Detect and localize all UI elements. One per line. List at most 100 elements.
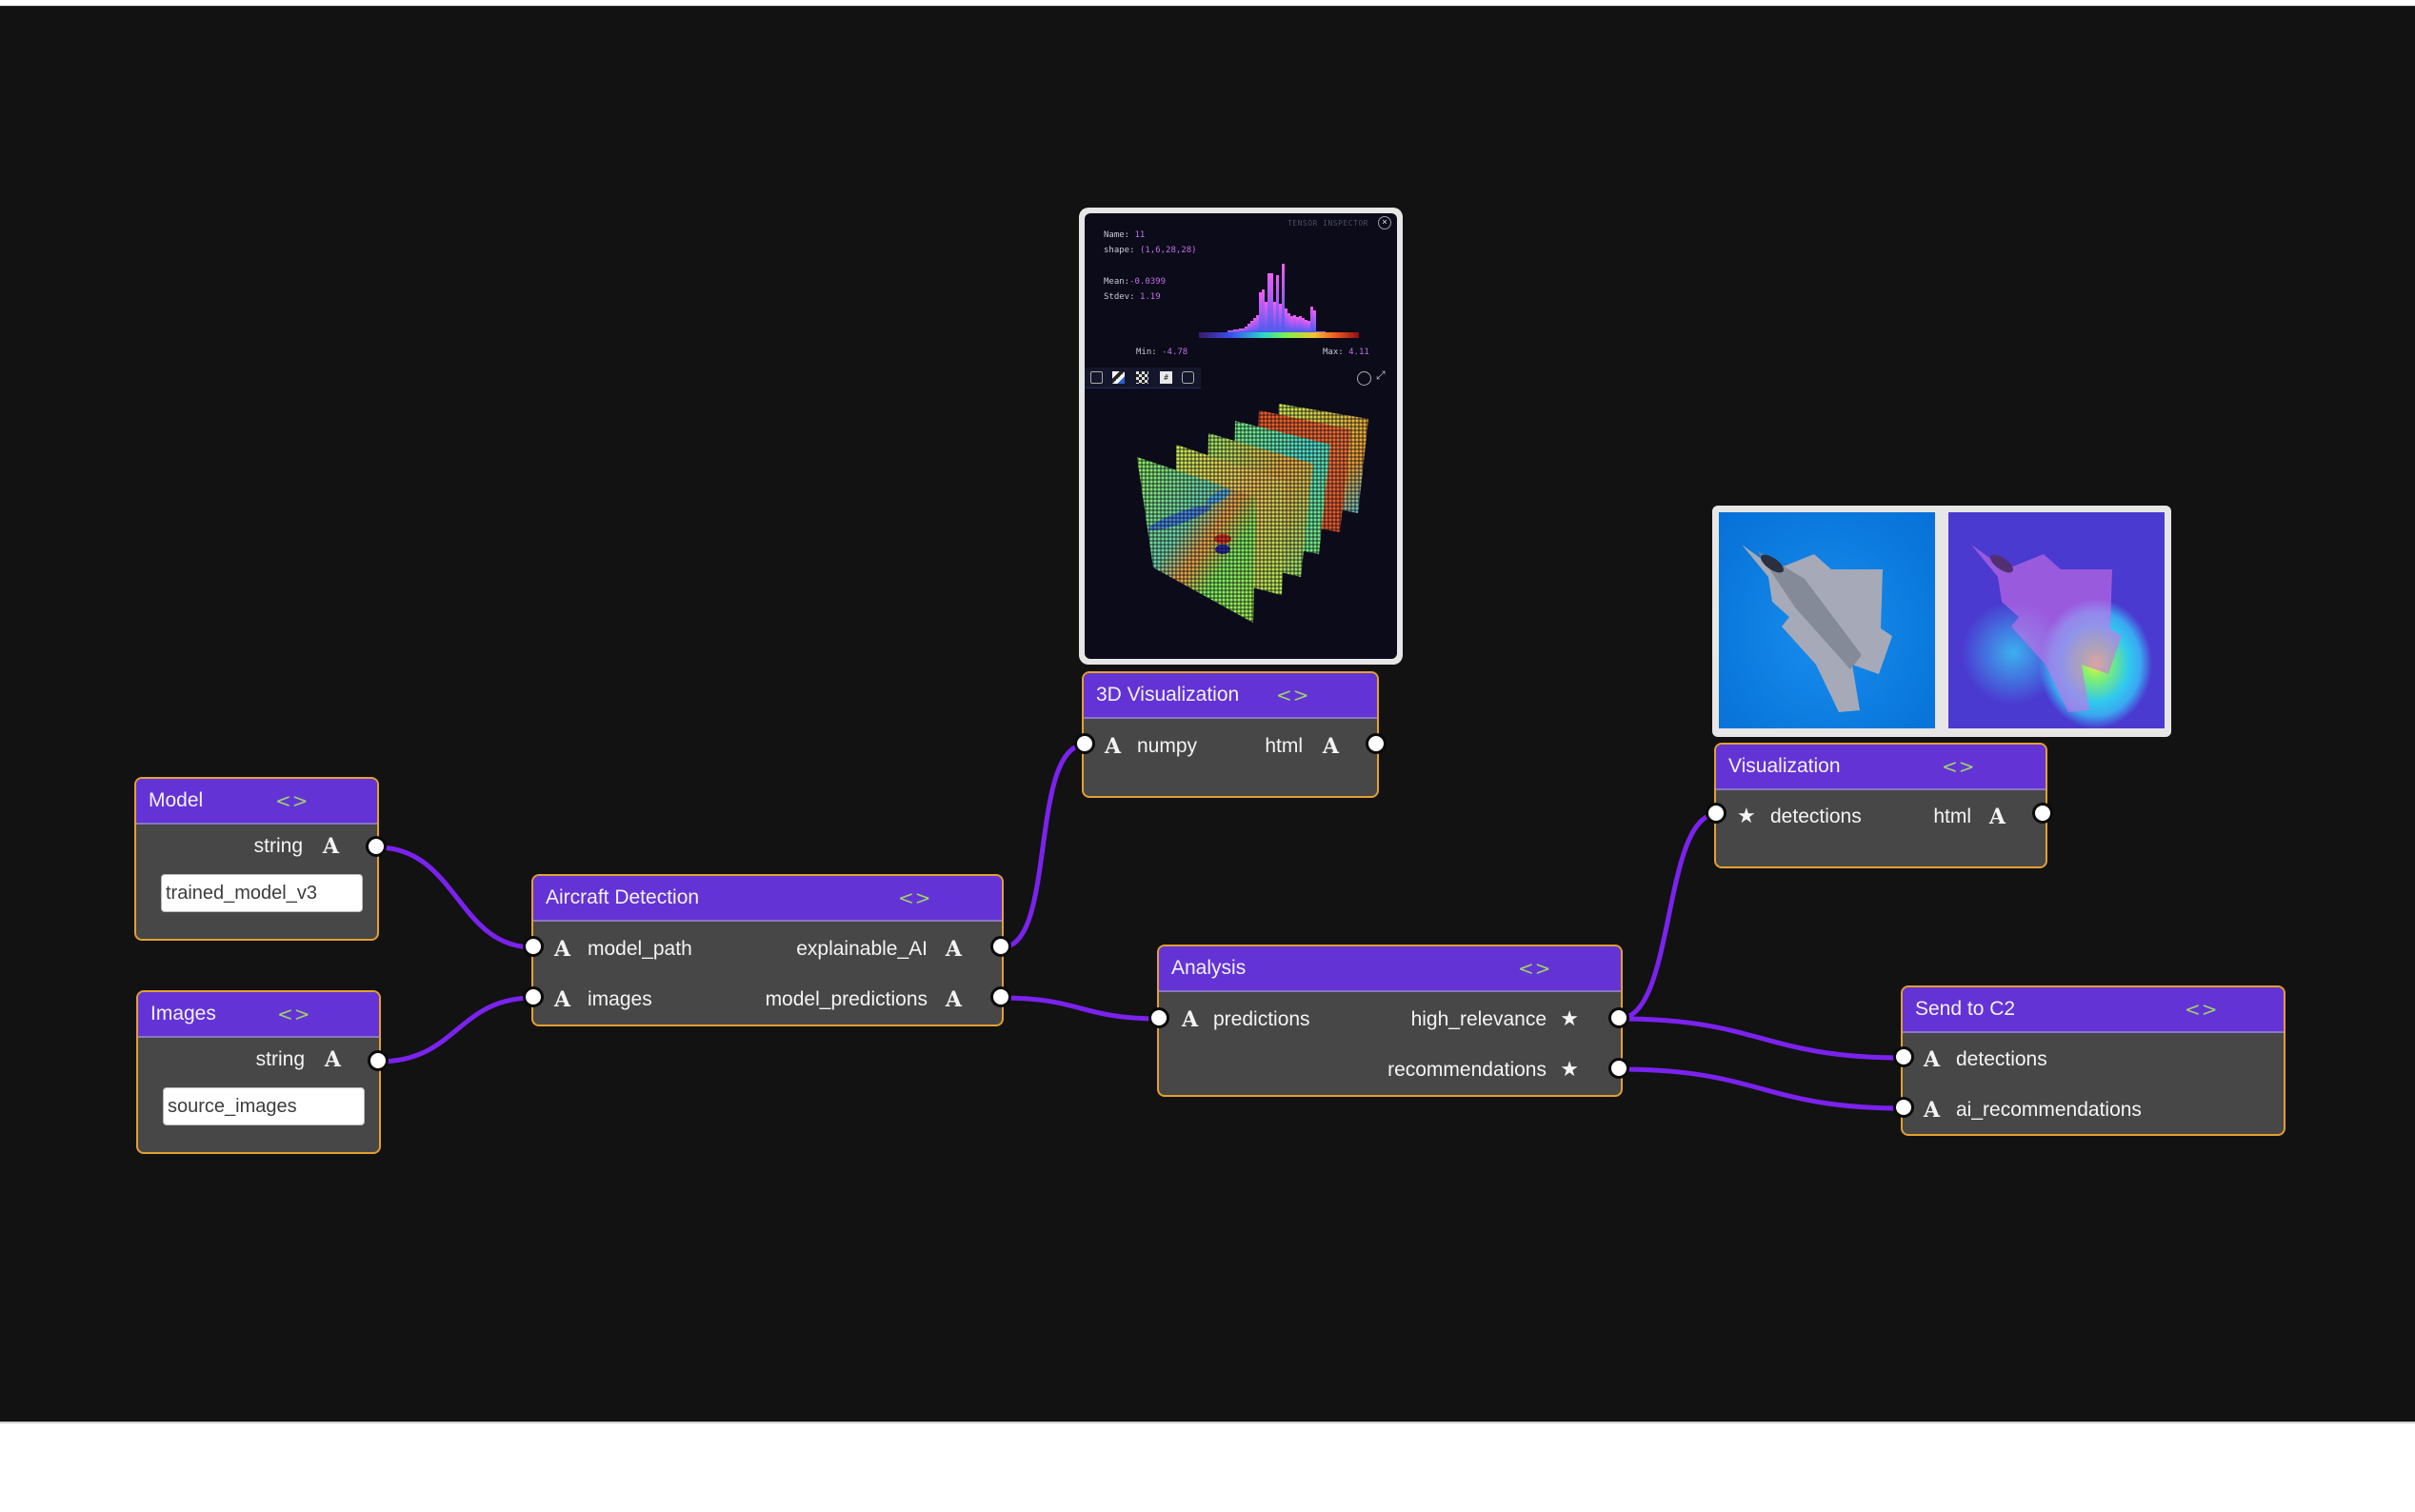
analysis-node[interactable]: Analysis <> A predictions high_relevance… — [1157, 945, 1623, 1097]
input-label: detections — [1956, 1048, 2047, 1070]
send-to-c2-header[interactable]: Send to C2 <> — [1903, 987, 2284, 1033]
name-label: Name: — [1104, 230, 1130, 240]
star-type-icon: ★ — [1560, 1007, 1579, 1031]
string-type-icon: A — [1322, 734, 1339, 759]
output-label: recommendations — [1387, 1059, 1547, 1081]
code-toggle-icon[interactable]: <> — [277, 1003, 311, 1025]
images-node[interactable]: Images <> string A source_images — [136, 990, 381, 1154]
node-title: Images — [150, 1003, 216, 1025]
image-icon[interactable] — [1182, 371, 1194, 384]
values-icon[interactable]: # — [1160, 371, 1172, 384]
code-toggle-icon[interactable]: <> — [1518, 957, 1552, 980]
star-type-icon: ★ — [1560, 1058, 1579, 1082]
images-output-port[interactable] — [368, 1050, 389, 1071]
code-toggle-icon[interactable]: <> — [1276, 684, 1310, 706]
node-title: 3D Visualization — [1096, 684, 1240, 706]
predictions-input-port[interactable] — [1148, 1007, 1169, 1028]
input-label: numpy — [1137, 735, 1198, 757]
port-row: A predictions high_relevance ★ — [1159, 1001, 1621, 1039]
numpy-input-port[interactable] — [1074, 733, 1095, 754]
viz3d-header[interactable]: 3D Visualization <> — [1084, 673, 1377, 719]
input-label: predictions — [1213, 1008, 1310, 1030]
viz3d-html-output-port[interactable] — [1366, 733, 1387, 754]
visualization-header[interactable]: Visualization <> — [1716, 745, 2046, 790]
string-type-icon: A — [554, 937, 571, 962]
close-icon[interactable]: × — [1378, 216, 1391, 229]
images-input-port[interactable] — [523, 986, 544, 1007]
output-label: explainable_AI — [796, 938, 928, 960]
tensor-inspector-panel[interactable]: TENSOR INSPECTOR × Name: 11 shape: (1,6,… — [1079, 208, 1403, 665]
name-row: Name: 11 — [1104, 230, 1145, 240]
string-type-icon: A — [945, 987, 962, 1012]
code-toggle-icon[interactable]: <> — [2185, 998, 2219, 1021]
model-predictions-output-port[interactable] — [990, 986, 1011, 1007]
analysis-header[interactable]: Analysis <> — [1159, 946, 1621, 992]
node-title: Analysis — [1171, 957, 1247, 979]
node-title: Send to C2 — [1915, 998, 2016, 1020]
c2-detections-input-port[interactable] — [1893, 1046, 1914, 1067]
code-toggle-icon[interactable]: <> — [1942, 755, 1976, 778]
colormap-icon[interactable] — [1112, 371, 1125, 384]
aircraft-detection-node[interactable]: Aircraft Detection <> A model_path expla… — [531, 874, 1004, 1026]
output-label: string — [253, 835, 303, 857]
output-label: html — [1265, 735, 1303, 757]
explainable-ai-output-port[interactable] — [990, 936, 1011, 957]
string-type-icon: A — [1105, 734, 1122, 759]
star-type-icon: ★ — [1737, 805, 1756, 828]
inspector-toolbar: # — [1085, 368, 1201, 388]
high-relevance-output-port[interactable] — [1608, 1007, 1629, 1028]
node-title: Visualization — [1728, 755, 1841, 777]
images-source-input[interactable]: source_images — [163, 1087, 365, 1125]
input-label: detections — [1770, 806, 1862, 827]
output-row: string A — [136, 827, 377, 865]
node-title: Aircraft Detection — [546, 886, 700, 908]
c2-ai-recommendations-input-port[interactable] — [1893, 1097, 1914, 1118]
stdev-label: Stdev: — [1104, 292, 1135, 302]
string-type-icon: A — [1988, 805, 2006, 829]
shape-value: (1,6,28,28) — [1139, 246, 1197, 255]
code-toggle-icon[interactable]: <> — [275, 789, 309, 812]
name-value: 11 — [1134, 230, 1146, 240]
string-type-icon: A — [324, 1047, 341, 1072]
detection-image-output[interactable] — [1712, 506, 2171, 737]
visualization-html-output-port[interactable] — [2032, 803, 2053, 824]
model-path-input[interactable]: trained_model_v3 — [161, 874, 363, 912]
string-type-icon: A — [1924, 1098, 1941, 1123]
rotate-camera-icon[interactable] — [1357, 371, 1371, 386]
input-label: model_path — [588, 938, 692, 960]
output-label: string — [255, 1048, 305, 1070]
viz3d-node[interactable]: 3D Visualization <> A numpy html A — [1082, 671, 1379, 798]
value-histogram — [1199, 264, 1359, 338]
tensor-3d-slices[interactable] — [1123, 404, 1370, 642]
aircraft-icon — [1742, 545, 1892, 712]
model-output-port[interactable] — [366, 836, 387, 857]
min-label: Min: — [1136, 348, 1157, 357]
min-row: Min: -4.78 — [1136, 348, 1188, 357]
shape-row: shape: (1,6,28,28) — [1104, 246, 1197, 255]
expand-icon[interactable]: ⤢ — [1376, 368, 1386, 382]
output-label: high_relevance — [1410, 1008, 1547, 1030]
min-value: -4.78 — [1162, 348, 1188, 357]
shape-label: shape: — [1104, 246, 1135, 255]
send-to-c2-node[interactable]: Send to C2 <> A detections A ai_recommen… — [1901, 985, 2285, 1136]
code-toggle-icon[interactable]: <> — [898, 886, 932, 909]
port-row: A ai_recommendations — [1903, 1091, 2284, 1129]
model-path-input-port[interactable] — [523, 936, 544, 957]
string-type-icon: A — [1182, 1007, 1199, 1032]
detections-input-port[interactable] — [1706, 803, 1726, 824]
model-node[interactable]: Model <> string A trained_model_v3 — [134, 777, 379, 941]
port-row: A numpy html A — [1084, 727, 1377, 766]
layers-icon[interactable] — [1090, 371, 1103, 384]
visualization-node[interactable]: Visualization <> ★ detections html A — [1714, 743, 2047, 868]
model-node-header[interactable]: Model <> — [136, 779, 377, 825]
output-label: model_predictions — [765, 988, 928, 1010]
output-label: html — [1933, 806, 1971, 827]
node-title: Model — [149, 789, 204, 811]
recommendations-output-port[interactable] — [1608, 1058, 1629, 1079]
port-row: A images model_predictions A — [533, 981, 1002, 1019]
max-row: Max: 4.11 — [1323, 348, 1369, 357]
grid-icon[interactable] — [1136, 371, 1148, 384]
aircraft-detection-header[interactable]: Aircraft Detection <> — [533, 876, 1002, 922]
images-node-header[interactable]: Images <> — [138, 992, 379, 1038]
input-label: ai_recommendations — [1956, 1099, 2142, 1121]
